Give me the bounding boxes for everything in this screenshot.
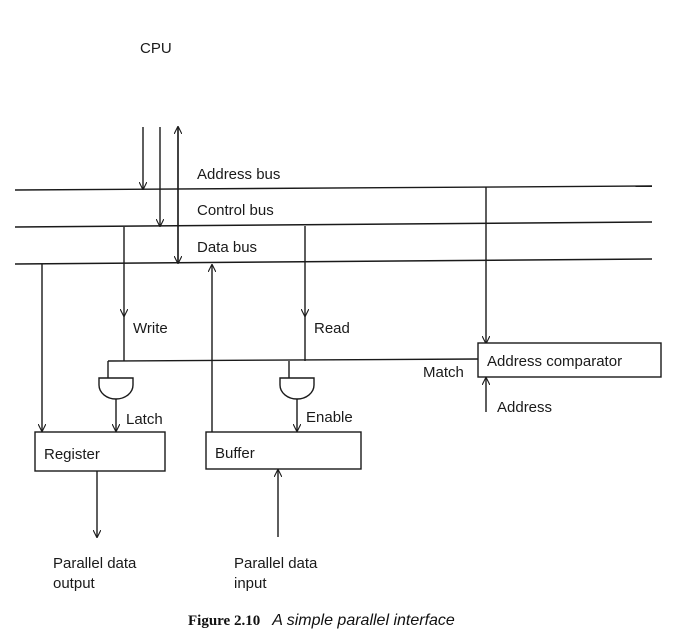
data-bus-label: Data bus: [197, 239, 257, 256]
address-bus-line: [14, 185, 653, 191]
buffer-label: Buffer: [215, 445, 255, 462]
match-line: [107, 358, 479, 362]
control-bus-label: Control bus: [197, 202, 274, 219]
register-box: [34, 431, 166, 472]
address-bus-label: Address bus: [197, 166, 280, 183]
data-bus-line: [14, 258, 653, 265]
parallel-output-label-line1: Parallel data: [53, 555, 137, 572]
buffer-box: [205, 431, 362, 470]
write-label: Write: [133, 320, 168, 337]
latch-and-gate: [98, 377, 134, 400]
address-label: Address: [497, 399, 552, 416]
register-label: Register: [44, 446, 100, 463]
caption-text: A simple parallel interface: [271, 612, 455, 629]
cpu-label: CPU: [140, 40, 172, 57]
enable-label: Enable: [306, 409, 353, 426]
match-label: Match: [423, 364, 464, 381]
control-bus-line: [14, 221, 653, 228]
caption-number: Figure 2.10: [188, 613, 260, 629]
read-label: Read: [314, 320, 350, 337]
enable-and-gate: [279, 377, 315, 400]
parallel-input-label-line2: input: [234, 575, 267, 592]
address-comparator-box: [477, 342, 662, 378]
parallel-output-label-line2: output: [53, 575, 96, 592]
parallel-input-label-line1: Parallel data: [234, 555, 318, 572]
latch-label: Latch: [126, 411, 163, 428]
figure-caption: Figure 2.10 A simple parallel interface: [188, 612, 455, 629]
address-comparator-label: Address comparator: [487, 353, 622, 370]
